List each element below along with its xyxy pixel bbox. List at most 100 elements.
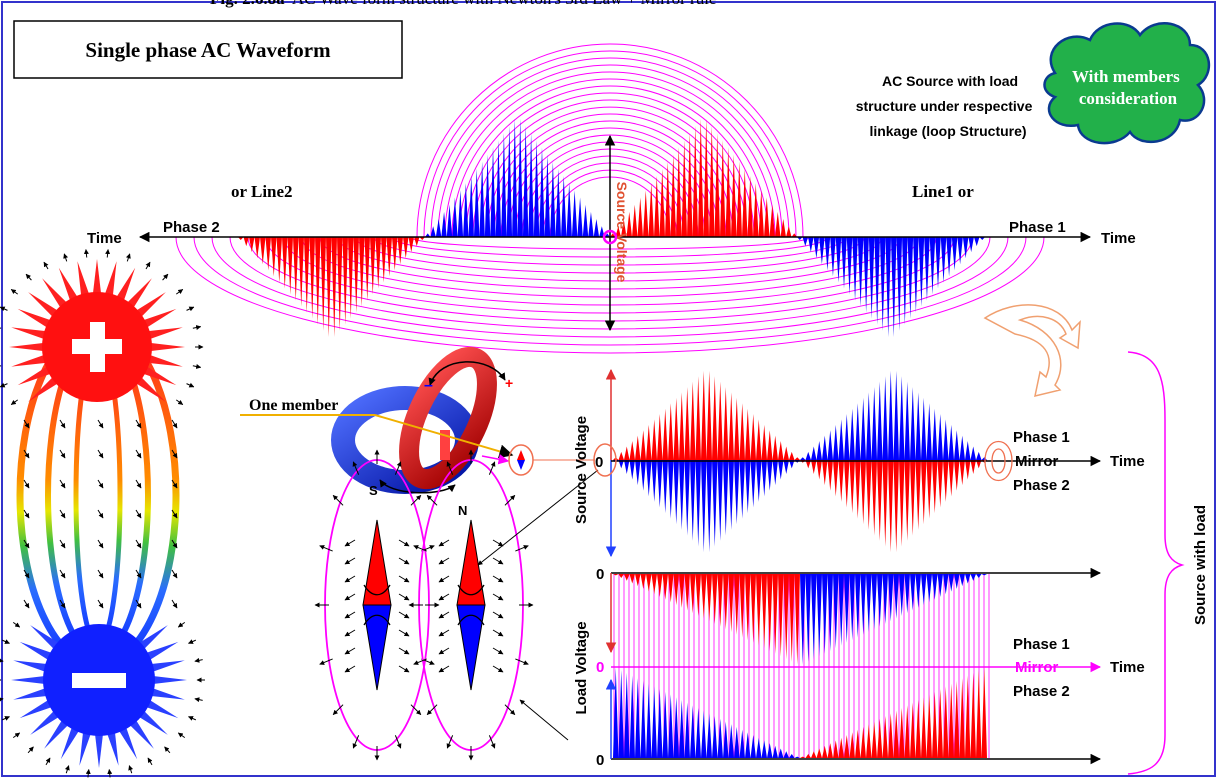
top-vertical-label: Source Voltage [614, 182, 630, 283]
field-arrow [23, 569, 30, 579]
field-arrow [171, 449, 178, 459]
load-zero-top: 0 [596, 566, 604, 583]
member-arc [457, 584, 485, 596]
field-arrow [128, 765, 134, 774]
field-arrow [171, 599, 178, 609]
field-spike [144, 353, 183, 367]
field-spike [146, 660, 185, 674]
member-arrow [410, 495, 422, 506]
magnetic-rings: – + S N [331, 346, 513, 518]
load-phase1: Phase 1 [1013, 636, 1070, 653]
field-arrow [164, 746, 171, 754]
src-time: Time [1110, 453, 1145, 470]
field-arrow [135, 569, 142, 579]
src-blue-lower-1 [613, 460, 800, 553]
member-arrow [426, 704, 438, 715]
magnet-n: N [458, 503, 467, 518]
top-red-lobe-right [610, 118, 797, 237]
member-arrow [394, 735, 402, 749]
member-arrow [492, 575, 504, 583]
field-arrow [23, 599, 30, 609]
dipole-pointer-lower [519, 699, 569, 741]
member-blue-half [456, 604, 486, 691]
member-arc [363, 584, 391, 596]
member-arrow [446, 461, 454, 475]
load-mirror: Mirror [1015, 659, 1059, 676]
title-text: Single phase AC Waveform [85, 38, 331, 62]
field-arrows [0, 249, 205, 778]
plus-sign-v [90, 322, 105, 372]
member-arrow [488, 735, 496, 749]
member-arrow [438, 539, 450, 547]
member-arrow [398, 611, 410, 619]
load-blue-top [800, 574, 987, 665]
member-arrow [398, 539, 410, 547]
semicircle-arc [458, 85, 762, 238]
semicircle-arc [493, 120, 727, 238]
field-arrow [125, 253, 131, 262]
field-spike [135, 707, 168, 735]
member-arrow [394, 461, 402, 475]
member-arrow [352, 735, 360, 749]
field-arrow [97, 449, 104, 459]
load-time: Time [1110, 659, 1145, 676]
field-spike [144, 327, 183, 341]
field-spike [13, 660, 52, 674]
field-arrow [97, 599, 104, 609]
field-spike [126, 716, 154, 749]
members-cloud [1043, 22, 1211, 145]
semicircle-arc [472, 99, 748, 238]
field-arrow [175, 399, 184, 406]
semicircle-arc [479, 106, 741, 238]
member-arrow [398, 557, 410, 565]
field-arrow [188, 716, 197, 721]
member-arrow [438, 629, 450, 637]
member-arrow [344, 611, 356, 619]
member-arrow [398, 665, 410, 673]
field-arrow [27, 746, 34, 754]
ring-red-face [440, 430, 450, 460]
field-arrow [23, 419, 30, 429]
magnet-minus: – [424, 377, 433, 394]
semicircle-arc [451, 78, 769, 238]
lower-arc [175, 236, 1045, 354]
field-spike [105, 727, 119, 766]
src-phase1: Phase 1 [1013, 429, 1070, 446]
lower-arc [193, 236, 1027, 346]
field-arrow [175, 288, 184, 295]
member-arrow [352, 461, 360, 475]
src-red-lower-2 [800, 460, 987, 553]
field-arrow [83, 249, 89, 258]
field-spike [139, 364, 177, 386]
field-arrow [97, 419, 104, 429]
field-spike [42, 278, 70, 311]
dipole-pointer-upper [477, 469, 599, 566]
field-arrow [59, 479, 66, 489]
field-arrow [0, 327, 2, 329]
src-mirror: Mirror [1015, 453, 1059, 470]
load-red-bottom [800, 667, 987, 758]
positive-field-spikes [9, 259, 185, 402]
semicircle-arc [430, 57, 790, 238]
field-arrow [171, 479, 178, 489]
member-arrow [492, 665, 504, 673]
field-arrow [23, 539, 30, 549]
field-arrow [97, 479, 104, 489]
member-arrow [504, 704, 516, 715]
load-phase2: Phase 2 [1013, 683, 1070, 700]
field-arrow [97, 569, 104, 579]
member-arrow [438, 593, 450, 601]
field-spike [11, 353, 50, 367]
load-blue-bottom [613, 667, 800, 758]
field-arrow [59, 449, 66, 459]
field-spike [124, 278, 152, 311]
brace-label: Source with load [1192, 505, 1209, 625]
source-voltage-chart [613, 370, 987, 553]
field-arrow [135, 509, 142, 519]
member-arrow [332, 704, 344, 715]
one-member-pointer [374, 414, 514, 459]
cloud-label: With members consideration [1072, 67, 1184, 108]
field-spike [141, 641, 179, 663]
field-arrow [135, 599, 142, 609]
electric-field-bipole [0, 249, 205, 778]
